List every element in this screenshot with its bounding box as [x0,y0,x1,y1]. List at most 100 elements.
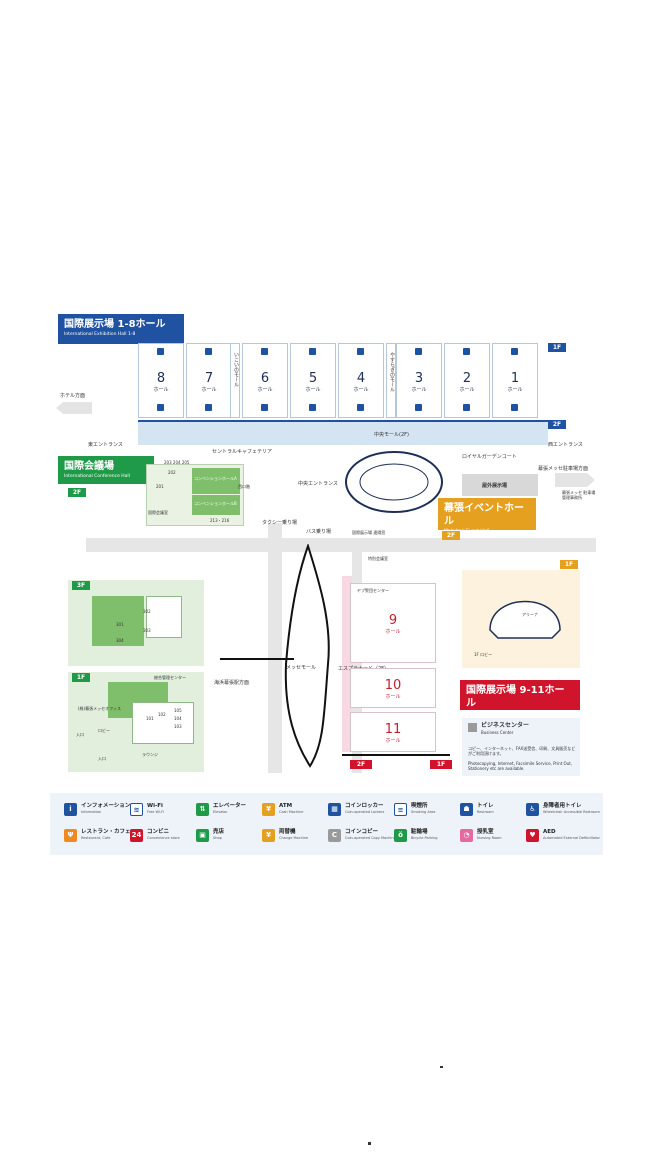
restroom-icon [357,404,364,411]
room-304: 304 [116,638,124,643]
hall-11: 11 ホール [350,712,436,752]
central-entrance-label: 中央エントランス [298,481,338,487]
room-303: 303 [143,628,151,633]
lobby-label: ロビー [98,728,110,733]
room-301: 301 [116,622,124,627]
special-room-label: 特別会議室 [368,556,388,561]
restroom-icon [415,404,422,411]
restroom-icon [309,404,316,411]
restroom-icon [357,348,364,355]
entrance-label-1: 入口 [76,732,84,737]
accessible-restroom-icon: ♿ [526,803,539,816]
event-hall-sign: 幕張イベントホール Makuhari Event Hall [438,498,536,534]
center-label: 総合管理センター [154,675,186,680]
smoking-icon: ≡ [394,803,407,816]
central-mall-corridor [138,420,548,445]
stray-mark-2 [368,1142,371,1145]
bus-label: バス乗り場 [306,529,332,535]
east-entrance-label: 西エントランス [548,442,583,448]
restroom-icon [157,404,164,411]
room-101: 101 [146,716,154,721]
room-104: 104 [174,716,182,721]
outdoor-exhibit-label: 屋外展示場 [482,483,508,489]
convention-hall-a-label: コンベンションホールA [194,476,237,481]
conference-2f-tag: 2F [68,488,86,497]
floor-2f-tag: 2F [548,420,566,429]
royal-garden-label: ロイヤルガーデンコート [462,454,517,460]
restroom-icon [511,404,518,411]
conference-hall-subtitle: International Conference Hall [64,474,130,479]
hall-block-3f [146,596,182,638]
event-1f-tag: 1F [560,560,578,569]
rooms-block-1f [132,702,194,744]
east-mall: やすらぎのモール [386,343,396,418]
arena-shape [489,600,561,639]
arena-label: アリーナ [522,612,538,617]
info-icon: i [64,803,77,816]
room-202: 202 [168,470,176,475]
parking-office-label: 幕張メッセ 駐車場 管理事務所 [562,490,596,500]
central-cafe-label: セントラルキャフェテリア [212,449,273,455]
west-mall: いこいのモール [230,343,240,418]
convention-hall-a [192,468,240,494]
hall-9-11-subtitle: International Exhibition Hall 9-11 [466,711,541,716]
hall-9-11-sign: 国際展示場 9-11ホール International Exhibition H… [460,680,580,716]
room-103: 103 [174,724,182,729]
restroom-icon [511,348,518,355]
esplanade-strip [342,576,352,752]
hall-1-8-title: 国際展示場 1-8ホール [64,319,166,330]
event-hall-title: 幕張イベントホール [444,503,524,527]
restroom-icon [261,348,268,355]
event-hall-dome [345,451,443,513]
business-center-en: Business Center [481,730,514,735]
aed-icon: ♥ [526,829,539,842]
room-102: 102 [158,712,166,717]
hall-9: ヤブ警団センター 9 ホール [350,583,436,663]
business-center-icon [468,723,477,732]
messe-mall-path [284,544,330,768]
conference-3f-plan: 301 302 303 304 [68,580,204,666]
entrance-label-2: 入口 [98,756,106,761]
wifi-icon: ≋ [130,803,143,816]
business-center-desc-en: Photocopying, Internet, Facsimile Servic… [468,761,573,771]
meeting-room: 国際会議室 [148,510,168,515]
taxi-label: タクシー乗り場 [262,520,298,526]
outdoor-exhibit [462,474,538,496]
parking-direction: 幕張メッセ駐車場方面 [538,466,589,472]
rooms-203-205: 203 204 205 [164,460,190,465]
copy-icon: C [328,829,341,842]
venue-floor-map: 国際展示場 1-8ホール International Exhibition Ha… [50,298,603,858]
hall-1-8-subtitle: International Exhibition Hall 1-8 [64,332,136,337]
event-lobby-label: 1F ロビー [474,652,493,657]
conference-3f-tag: 3F [72,581,90,590]
central-mall-label: 中央モール(2F) [374,432,409,438]
room-block-3f [92,596,144,646]
messe-mall-label: メッセモール [286,665,317,671]
floor-1f-tag: 1F [548,343,566,352]
conference-hall-title: 国際会議場 [64,461,114,472]
nursing-icon: ◔ [460,829,473,842]
restroom-icon [309,348,316,355]
convenience-icon: 24 [130,829,143,842]
main-hall-window-label: 国際展示場 遠隔窓 [352,530,386,535]
hotel-arrow [56,402,92,414]
elevator-icon: ⇅ [196,803,209,816]
restroom-icon [463,404,470,411]
